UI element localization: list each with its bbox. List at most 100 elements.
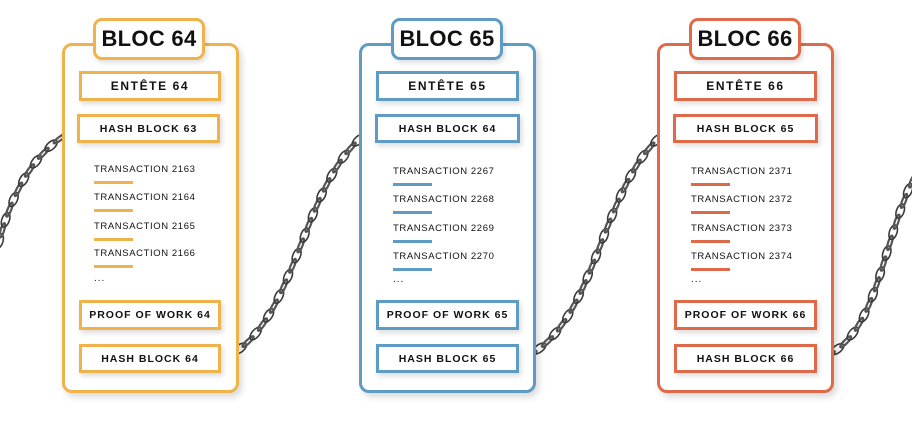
chain-link	[907, 172, 912, 189]
chain-link	[44, 139, 59, 153]
block-65-prev-hash: HASH BLOCK 64	[375, 114, 520, 143]
block-66-title: BLOC 66	[689, 18, 801, 60]
chain-link	[548, 326, 562, 341]
chain-link	[256, 317, 269, 332]
block-65-transaction: TRANSACTION 2268	[393, 194, 495, 205]
chain-link	[288, 257, 297, 274]
block-66-ellipsis: ...	[691, 274, 703, 285]
chain-link	[879, 255, 888, 272]
chain-link	[895, 203, 906, 220]
block-64-transaction: TRANSACTION 2165	[94, 221, 196, 232]
block-66-transaction: TRANSACTION 2373	[691, 223, 793, 234]
block-65-transaction: TRANSACTION 2269	[393, 223, 495, 234]
block-65-transaction: TRANSACTION 2267	[393, 166, 495, 177]
chain-link	[17, 172, 30, 188]
chain-link	[29, 154, 43, 169]
block-64-transaction-line	[94, 181, 133, 184]
chain-link	[590, 248, 602, 265]
chain-link	[631, 158, 642, 174]
chain-link	[899, 192, 909, 210]
block-66-transaction-line	[691, 211, 730, 214]
chain-link	[872, 275, 881, 293]
chain-link	[643, 141, 656, 156]
block-65-transaction-line	[393, 211, 432, 214]
block-64-ellipsis: ...	[94, 273, 106, 284]
chain-link	[867, 286, 879, 303]
block-64-transaction: TRANSACTION 2166	[94, 248, 196, 259]
chain-link	[846, 326, 859, 341]
chain-link	[561, 308, 574, 324]
block-64-transaction: TRANSACTION 2163	[94, 164, 196, 175]
block-64-hash: HASH BLOCK 64	[79, 344, 221, 373]
chain-link	[0, 232, 5, 250]
block-65-transaction-line	[393, 268, 432, 271]
chain-link	[316, 187, 328, 203]
chain-link	[606, 207, 618, 224]
chain-link	[249, 326, 263, 341]
chain-link	[36, 146, 50, 160]
chain-link	[307, 206, 319, 223]
chain-link	[573, 288, 585, 305]
block-65-hash: HASH BLOCK 65	[376, 344, 519, 373]
block-64-prev-hash: HASH BLOCK 63	[77, 114, 220, 143]
chain-link	[8, 191, 20, 208]
chain-link	[5, 201, 14, 218]
block-65-header: ENTÊTE 65	[376, 71, 519, 101]
block-66-transaction: TRANSACTION 2374	[691, 251, 793, 262]
block-66-transaction-line	[691, 240, 730, 243]
chain-link	[624, 168, 637, 184]
block-65-proof-of-work: PROOF OF WORK 65	[376, 300, 519, 330]
block-64	[62, 43, 239, 393]
chain-link	[279, 278, 289, 295]
chain-link	[291, 247, 302, 264]
chain-link	[568, 298, 579, 314]
chain-link	[540, 335, 555, 349]
block-66-header: ENTÊTE 66	[674, 71, 817, 101]
chain-link	[268, 298, 279, 314]
chain-link	[282, 268, 294, 285]
block-66-hash: HASH BLOCK 66	[674, 344, 817, 373]
chain-link	[241, 335, 255, 349]
block-66-transaction-line	[691, 183, 730, 186]
chain-link	[620, 177, 631, 194]
chain-link	[839, 335, 853, 349]
block-64-transaction-line	[94, 209, 133, 212]
block-66-transaction: TRANSACTION 2372	[691, 194, 793, 205]
chain-link	[23, 163, 36, 178]
chain-link	[864, 296, 874, 313]
chain-link	[312, 196, 322, 213]
block-64-transaction-line	[94, 238, 133, 241]
chain-link	[611, 197, 621, 214]
block-65-title: BLOC 65	[391, 18, 503, 60]
chain-link	[875, 266, 886, 283]
block-64-proof-of-work: PROOF OF WORK 64	[79, 300, 221, 330]
chain-link	[886, 234, 894, 252]
chain-link	[598, 227, 610, 244]
chain-link	[888, 224, 899, 241]
block-65-transaction-line	[393, 183, 432, 186]
chain-link	[331, 158, 343, 174]
block-65-transaction: TRANSACTION 2270	[393, 251, 495, 262]
block-66-proof-of-work: PROOF OF WORK 66	[674, 300, 817, 330]
block-66-transaction: TRANSACTION 2371	[691, 166, 793, 177]
chain-link	[582, 268, 594, 285]
chain-link	[615, 187, 627, 203]
chain-link	[344, 141, 357, 156]
chain-link	[273, 288, 285, 305]
chain-link	[337, 149, 350, 165]
chain-link	[578, 279, 588, 295]
block-65-transaction-line	[393, 240, 432, 243]
chain-link	[636, 149, 649, 165]
chain-link	[299, 227, 310, 244]
block-64-transaction-line	[94, 265, 133, 268]
chain-link	[892, 213, 901, 230]
chain-link	[296, 237, 306, 254]
chain-65-to-66	[512, 127, 673, 365]
block-66-prev-hash: HASH BLOCK 65	[673, 114, 818, 143]
chain-link	[0, 222, 7, 239]
block-64-transaction: TRANSACTION 2164	[94, 192, 196, 203]
block-66	[657, 43, 834, 393]
chain-link	[881, 245, 892, 262]
chain-link	[0, 211, 11, 228]
